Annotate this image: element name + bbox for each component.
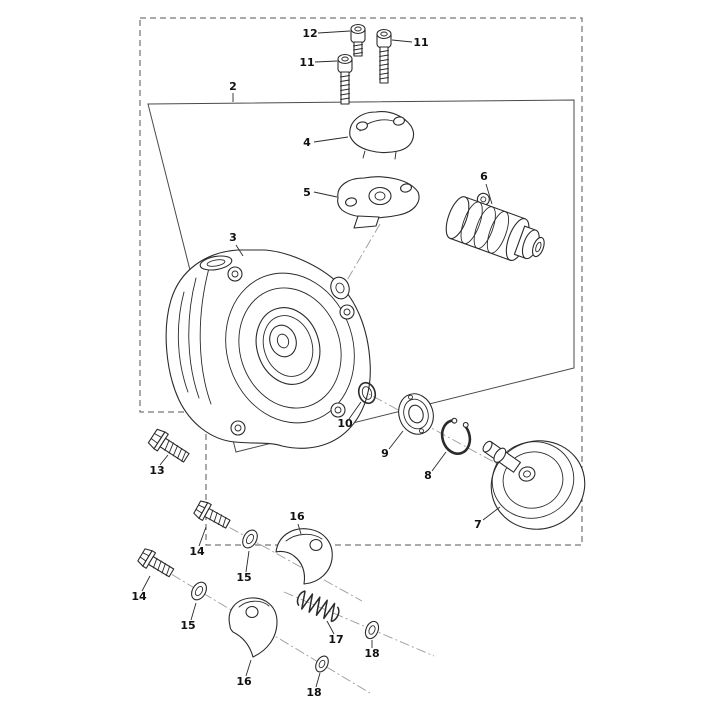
leader-13 bbox=[159, 454, 169, 466]
leader-10 bbox=[348, 401, 362, 420]
part-14-bolt-lower bbox=[137, 548, 175, 578]
callout-labels: 12 11 11 2 4 5 6 3 10 9 8 7 13 14 15 16 … bbox=[131, 27, 488, 699]
part-14-bolt-upper bbox=[193, 500, 231, 529]
leader-14-upper bbox=[198, 526, 207, 547]
part-18-washer-bottom bbox=[315, 655, 329, 673]
callout-18-bottom: 18 bbox=[306, 686, 321, 699]
leader-3 bbox=[235, 244, 244, 257]
part-13-bolt bbox=[147, 428, 190, 463]
part-5-clamp-lower bbox=[337, 176, 420, 229]
leader-16-upper bbox=[297, 523, 302, 535]
callout-9: 9 bbox=[381, 447, 389, 460]
callout-3: 3 bbox=[229, 231, 237, 244]
callout-7: 7 bbox=[474, 518, 482, 531]
leader-8 bbox=[431, 451, 447, 472]
leader-lines bbox=[141, 30, 501, 688]
part-18-washer-right bbox=[364, 620, 380, 640]
leader-4 bbox=[313, 136, 349, 143]
part-6-coupling bbox=[445, 192, 545, 261]
leader-7 bbox=[482, 506, 501, 521]
assembly-boundary-dashed bbox=[139, 17, 583, 546]
leader-14-lower bbox=[141, 575, 151, 592]
part-9-ball-bearing bbox=[398, 393, 434, 435]
part-16-clutch-shoe-upper bbox=[275, 528, 333, 585]
callout-16-upper: 16 bbox=[289, 510, 305, 523]
callout-5: 5 bbox=[303, 186, 311, 199]
leader-16-lower bbox=[245, 659, 252, 677]
callout-15-upper: 15 bbox=[236, 571, 251, 584]
part-4-clamp-upper bbox=[349, 111, 415, 160]
part-15-washer-upper bbox=[242, 529, 258, 549]
callout-14-upper: 14 bbox=[189, 545, 205, 558]
callout-2: 2 bbox=[229, 80, 237, 93]
part-16-clutch-shoe-lower bbox=[228, 597, 278, 658]
callout-4: 4 bbox=[303, 136, 311, 149]
leader-5 bbox=[313, 191, 338, 198]
callout-18-right: 18 bbox=[364, 647, 379, 660]
leader-18-bottom bbox=[315, 672, 321, 688]
leader-6 bbox=[485, 183, 493, 205]
callout-6: 6 bbox=[480, 170, 488, 183]
callout-17: 17 bbox=[328, 633, 343, 646]
part-7-clutch-drum bbox=[482, 440, 586, 530]
leader-15-upper bbox=[245, 550, 250, 573]
leader-17 bbox=[326, 620, 335, 635]
callout-14-lower: 14 bbox=[131, 590, 147, 603]
callout-10: 10 bbox=[337, 417, 353, 430]
leader-9 bbox=[388, 430, 404, 450]
callout-16-lower: 16 bbox=[236, 675, 252, 688]
part-11-screw-left bbox=[337, 53, 353, 105]
callout-13: 13 bbox=[149, 464, 164, 477]
leader-15-lower bbox=[190, 602, 197, 621]
part-8-circlip bbox=[440, 414, 472, 455]
leader-11-right bbox=[391, 39, 413, 43]
part-10-washer bbox=[357, 381, 377, 405]
part-12-screw bbox=[350, 23, 366, 57]
part-15-washer-lower bbox=[191, 581, 207, 601]
callout-12: 12 bbox=[302, 27, 317, 40]
part-17-spring bbox=[296, 590, 340, 623]
callout-11-right: 11 bbox=[413, 36, 428, 49]
callout-8: 8 bbox=[424, 469, 432, 482]
leader-12 bbox=[317, 30, 351, 34]
part-3-clutch-housing bbox=[165, 249, 371, 449]
callout-15-lower: 15 bbox=[180, 619, 195, 632]
part-11-screw-right bbox=[376, 28, 392, 84]
leader-11-left bbox=[314, 60, 338, 63]
callout-11-left: 11 bbox=[299, 56, 314, 69]
